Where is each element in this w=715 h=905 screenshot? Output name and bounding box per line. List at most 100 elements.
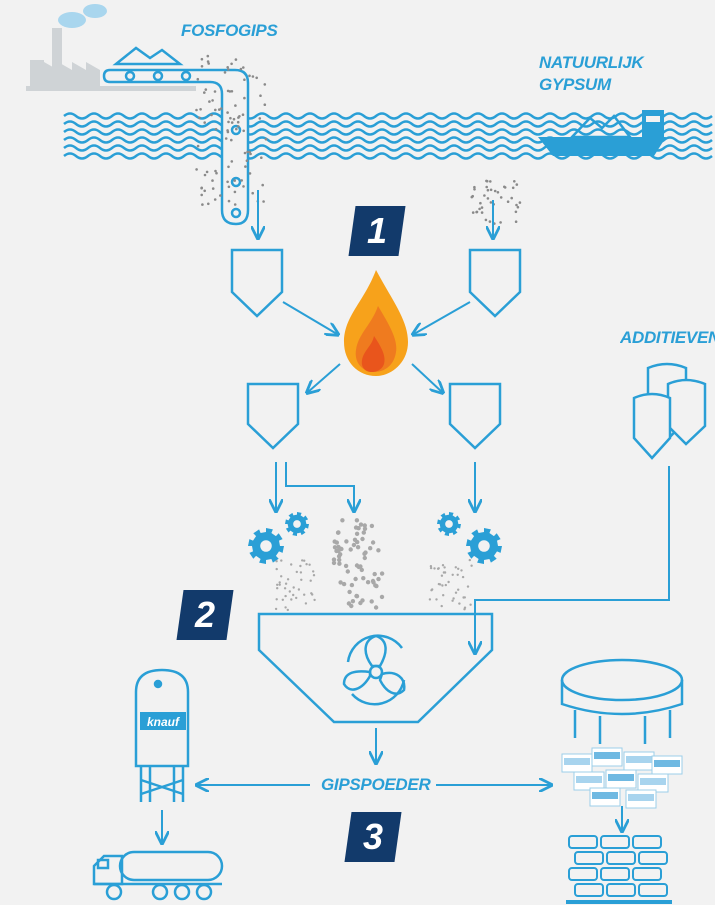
arrow-to-flame-left <box>282 301 337 334</box>
pallet-bag <box>600 835 630 849</box>
particle-dot <box>226 66 229 69</box>
particle-dot <box>515 203 518 207</box>
particle-dot <box>347 589 352 595</box>
particle-dot <box>275 560 278 563</box>
particle-dot <box>332 545 338 550</box>
pallet-bag <box>632 867 662 881</box>
bag-stripe <box>628 794 654 801</box>
pallet-bag <box>638 851 668 865</box>
particle-dot <box>370 540 376 545</box>
particle-dot <box>344 539 349 544</box>
particle-dot <box>510 196 513 200</box>
particle-dot <box>210 113 213 117</box>
particle-dot <box>340 518 345 523</box>
particle-dot <box>362 526 368 531</box>
particle-dot <box>351 542 357 548</box>
particle-dot <box>354 518 360 523</box>
flame-icon <box>344 270 408 376</box>
particle-dot <box>345 569 350 574</box>
particle-dot <box>441 564 445 567</box>
pallet-base <box>566 900 672 904</box>
particle-dot <box>518 201 522 204</box>
particle-dot <box>196 77 200 81</box>
particle-dot <box>379 594 385 600</box>
particle-dot <box>362 555 367 561</box>
particle-dot <box>359 567 364 573</box>
particle-dot <box>292 586 295 589</box>
particle-dot <box>295 570 298 574</box>
particle-dot <box>227 165 230 169</box>
particle-dot <box>470 195 474 199</box>
particle-dot <box>437 582 441 586</box>
particles-natural-gypsum <box>470 179 522 225</box>
particle-dot <box>297 588 301 591</box>
gypsum-bags-icon <box>561 747 683 809</box>
particle-dot <box>203 121 206 124</box>
particle-dot <box>204 88 208 91</box>
particle-dot <box>334 540 339 545</box>
particle-dot <box>361 530 366 535</box>
pallet-bag <box>638 883 668 897</box>
particle-dot <box>309 579 312 582</box>
particle-dot <box>220 107 223 110</box>
particle-dot <box>303 559 306 562</box>
particle-dot <box>458 602 461 605</box>
particle-dot <box>358 522 364 527</box>
silo-additives <box>632 362 707 460</box>
particle-dot <box>248 74 251 78</box>
particle-dot <box>274 607 278 611</box>
particle-dot <box>278 583 281 586</box>
particle-dot <box>308 563 311 566</box>
particle-dot <box>213 198 217 201</box>
particle-dot <box>283 587 287 590</box>
particle-dot <box>331 557 337 562</box>
mixer-vessel <box>257 612 494 724</box>
particle-dot <box>454 566 457 569</box>
particle-dot <box>258 117 262 120</box>
fan-icon <box>342 634 406 706</box>
particle-dot <box>365 580 371 585</box>
bag-stripe <box>576 776 602 783</box>
particle-dot <box>263 83 267 86</box>
particle-dot <box>513 180 516 183</box>
particle-dot <box>284 594 287 598</box>
particle-dot <box>278 581 281 584</box>
particle-dot <box>281 598 284 601</box>
particle-dot <box>369 523 375 529</box>
particle-dot <box>304 602 308 605</box>
particle-dot <box>486 188 490 192</box>
particle-dot <box>233 179 236 182</box>
particle-dot <box>275 598 278 601</box>
particle-dot <box>473 188 476 191</box>
particle-dot <box>354 563 360 568</box>
particle-dot <box>227 120 230 124</box>
particle-dot <box>379 571 385 576</box>
particle-dot <box>441 584 444 587</box>
particle-dot <box>343 563 349 569</box>
particle-dot <box>223 71 227 74</box>
particle-dot <box>336 554 342 559</box>
particle-dot <box>200 186 203 190</box>
gear-hole <box>445 520 453 528</box>
particle-dot <box>226 180 229 184</box>
particle-dot <box>251 75 255 78</box>
silo-middle-right <box>448 382 502 450</box>
particle-dot <box>483 194 486 197</box>
bag-stripe <box>626 756 652 763</box>
label-fosfogips: FOSFOGIPS <box>181 21 278 40</box>
particle-dot <box>499 196 503 199</box>
particle-dot <box>255 76 258 80</box>
particle-dot <box>199 108 202 111</box>
particle-dot <box>234 104 237 107</box>
particle-dot <box>219 194 222 197</box>
particle-dot <box>230 160 234 163</box>
silo-top-right <box>468 248 522 318</box>
particle-dot <box>511 186 515 190</box>
particle-dot <box>236 120 240 124</box>
pallet-bag <box>606 883 636 897</box>
pallet-bag <box>632 835 662 849</box>
particle-dot <box>230 121 234 124</box>
step-number-3: 3 <box>362 816 384 857</box>
particle-dot <box>485 179 489 183</box>
gear-hole <box>293 520 301 528</box>
